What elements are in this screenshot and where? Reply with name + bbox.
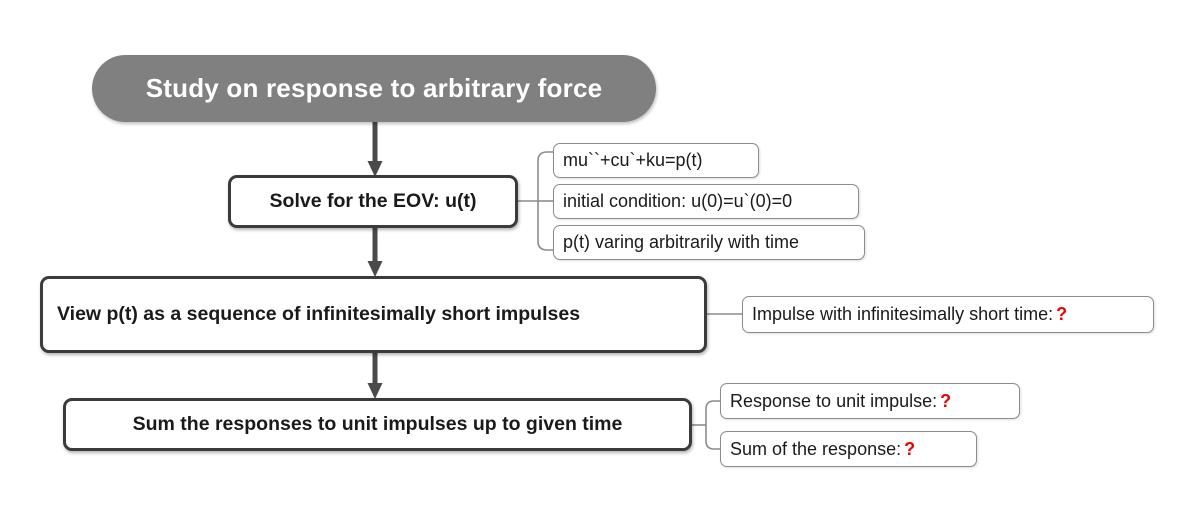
note-sum-of-response-text: Sum of the response: [730, 438, 902, 459]
step-sum-responses[interactable]: Sum the responses to unit impulses up to… [63, 398, 692, 451]
bracket-solve-notes [518, 151, 553, 251]
note-eom-equation-text: mu``+cu`+ku=p(t) [563, 150, 703, 170]
note-initial-condition-text: initial condition: u(0)=u`(0)=0 [563, 191, 793, 211]
title-node-label: Study on response to arbitrary force [145, 73, 603, 103]
note-forcing-function-text: p(t) varing arbitrarily with time [563, 232, 800, 252]
note-impulse-short-time-question: ? [1056, 304, 1068, 324]
note-response-unit-impulse[interactable]: Response to unit impulse: ? [720, 383, 1020, 419]
note-initial-condition[interactable]: initial condition: u(0)=u`(0)=0 [553, 184, 859, 219]
bracket-sum-notes [692, 400, 720, 450]
step-solve-eov[interactable]: Solve for the EOV: u(t) [228, 175, 518, 228]
note-sum-of-response[interactable]: Sum of the response: ? [720, 431, 977, 467]
arrow-title-to-solve [367, 122, 383, 177]
step-sum-responses-label: Sum the responses to unit impulses up to… [132, 413, 623, 436]
note-impulse-short-time[interactable]: Impulse with infinitesimally short time:… [742, 296, 1154, 333]
note-response-unit-impulse-question: ? [940, 390, 952, 411]
note-eom-equation[interactable]: mu``+cu`+ku=p(t) [553, 143, 759, 178]
arrow-solve-to-view [367, 228, 383, 277]
arrow-view-to-sum [367, 353, 383, 399]
step-view-pt-sequence[interactable]: View p(t) as a sequence of infinitesimal… [40, 276, 707, 353]
note-response-unit-impulse-text: Response to unit impulse: [730, 390, 938, 411]
step-view-pt-sequence-label: View p(t) as a sequence of infinitesimal… [57, 303, 581, 326]
step-solve-eov-label: Solve for the EOV: u(t) [269, 190, 477, 213]
note-impulse-short-time-text: Impulse with infinitesimally short time: [752, 304, 1054, 324]
note-forcing-function[interactable]: p(t) varing arbitrarily with time [553, 225, 865, 260]
title-node[interactable]: Study on response to arbitrary force [92, 55, 656, 122]
note-sum-of-response-question: ? [904, 438, 916, 459]
